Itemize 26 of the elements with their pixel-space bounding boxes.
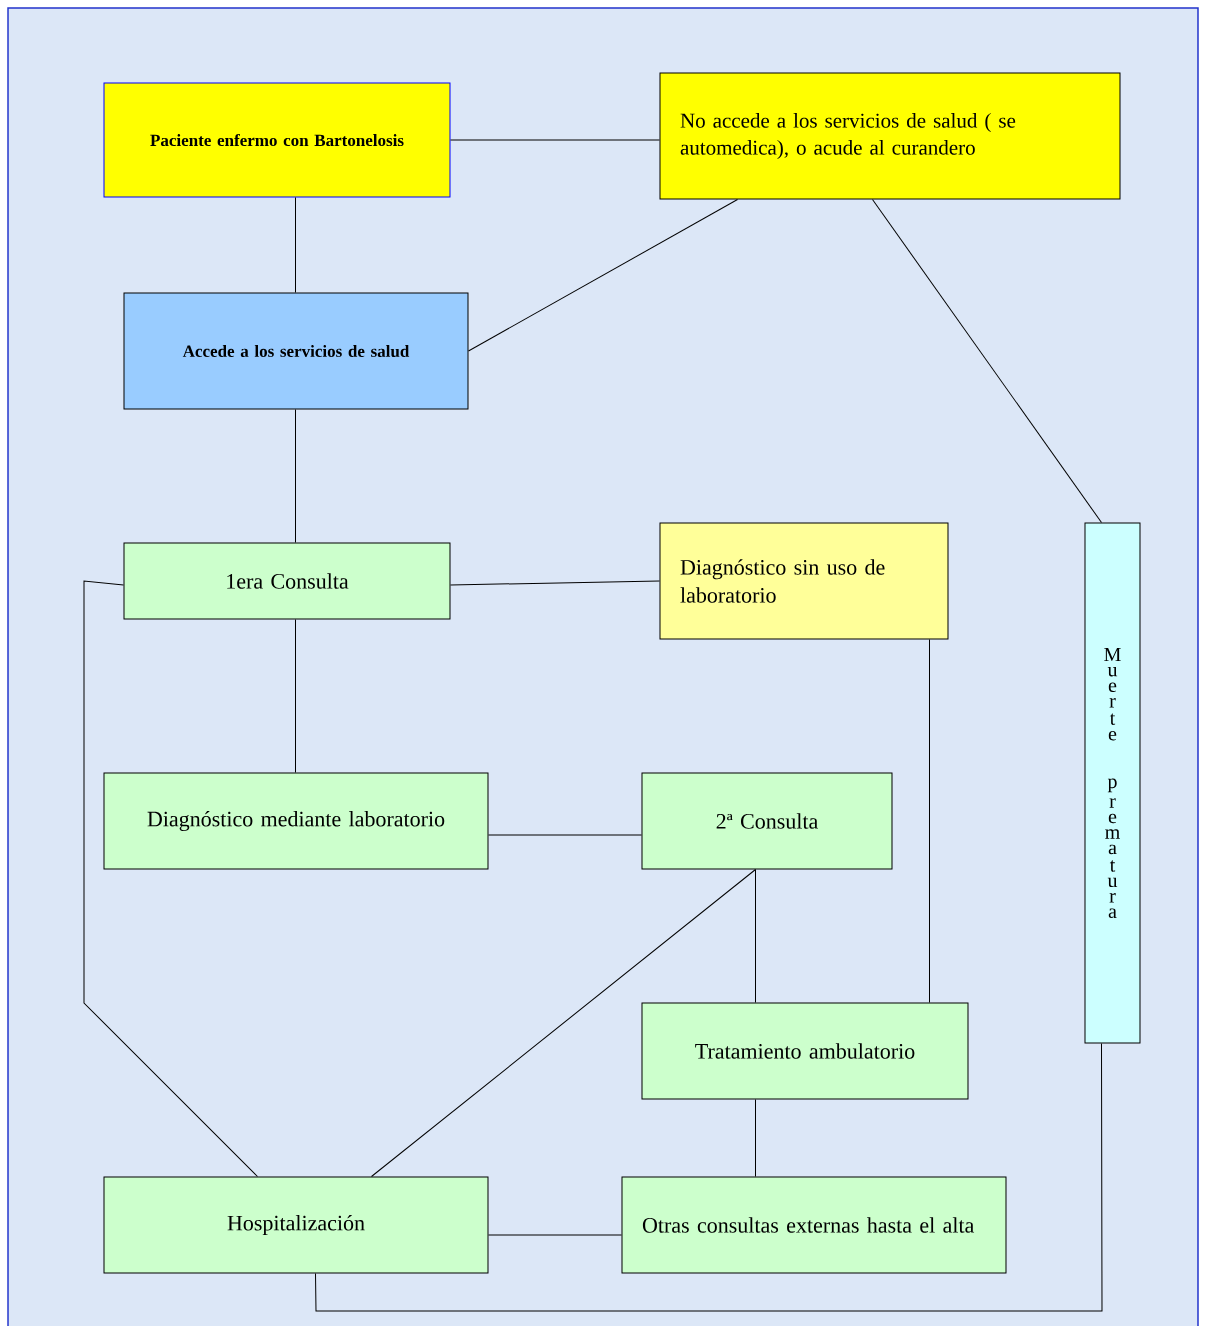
connector-line bbox=[450, 580, 660, 586]
connector-line bbox=[83, 580, 258, 1177]
connector-line bbox=[755, 1099, 756, 1177]
connector-line bbox=[929, 639, 930, 1003]
connector-line bbox=[755, 869, 756, 1003]
process-box: 2ª Consulta bbox=[641, 772, 893, 870]
connector-line bbox=[488, 1234, 622, 1236]
process-box: Tratamiento ambulatorio bbox=[641, 1002, 969, 1100]
process-box: Diagnóstico mediante laboratorio bbox=[103, 772, 489, 870]
connector-line bbox=[468, 199, 738, 352]
outcome-box: Muerte prematura bbox=[1084, 522, 1141, 1044]
connector-line bbox=[450, 139, 660, 141]
process-box: Diagnóstico sin uso de laboratorio bbox=[659, 522, 949, 640]
connector-line bbox=[295, 619, 296, 773]
process-box: No accede a los servicios de salud ( se automedica), o acude al curandero bbox=[659, 72, 1121, 200]
connector-line bbox=[872, 199, 1102, 523]
connector-line bbox=[295, 197, 296, 293]
connector-line bbox=[295, 409, 296, 543]
process-box: Accede a los servicios de salud bbox=[123, 292, 469, 410]
connector-line bbox=[371, 869, 756, 1177]
process-box: 1era Consulta bbox=[123, 542, 451, 620]
start-box: Paciente enfermo con Bartonelosis bbox=[103, 82, 451, 198]
process-box: Hospitalización bbox=[103, 1176, 489, 1274]
connector-line bbox=[488, 834, 642, 836]
process-box: Otras consultas externas hasta el alta bbox=[621, 1176, 1007, 1274]
connector-line bbox=[315, 1043, 1103, 1312]
